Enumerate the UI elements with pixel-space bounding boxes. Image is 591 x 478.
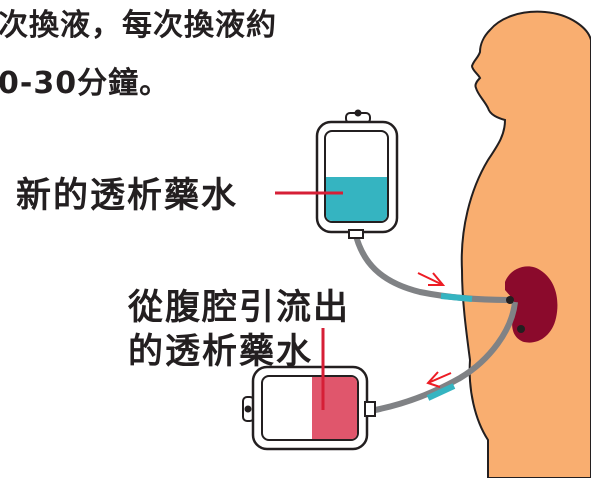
inflow-tube-band xyxy=(440,293,473,302)
outflow-tube xyxy=(374,301,518,413)
tube-connector xyxy=(506,296,514,304)
outflow-tube-band xyxy=(426,383,456,401)
label-drained-line-1: 從腹腔引流出 xyxy=(128,288,351,328)
inflow-tube xyxy=(352,231,511,303)
label-drained-solution: 從腹腔引流出 的透析藥水 xyxy=(128,286,350,374)
drained-solution-fluid xyxy=(312,377,357,439)
intro-line-2: 0-30分鐘。 xyxy=(0,66,171,101)
label-new-solution: 新的透析藥水 xyxy=(16,176,239,216)
arrow-left-icon xyxy=(426,371,452,388)
kidney xyxy=(505,266,558,343)
tube-connector xyxy=(517,325,525,333)
human-body-silhouette xyxy=(460,10,591,478)
drained-solution-bag xyxy=(242,365,376,451)
arrow-right-icon xyxy=(417,272,446,286)
intro-line-1: 次換液，每次換液約 xyxy=(0,8,277,43)
fresh-solution-bag xyxy=(315,109,399,239)
fresh-solution-fluid xyxy=(326,177,387,221)
label-drained-line-2: 的透析藥水 xyxy=(128,332,314,372)
